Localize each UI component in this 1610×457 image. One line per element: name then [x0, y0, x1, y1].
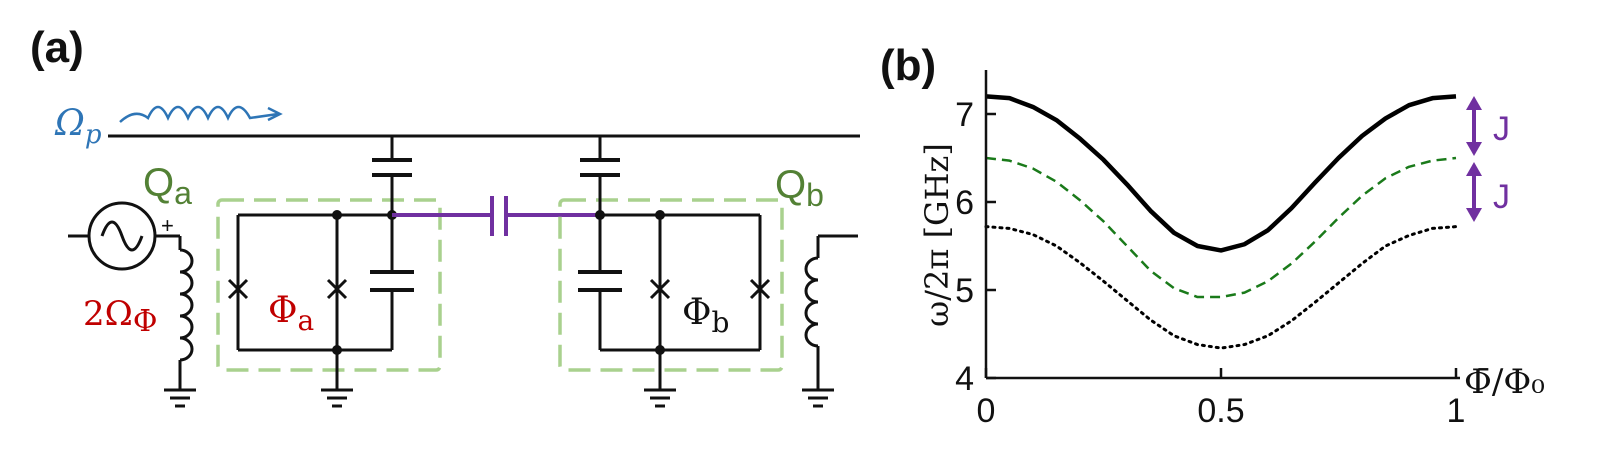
y-tick-label: 5 [955, 272, 974, 310]
josephson-junction-icon [326, 278, 348, 300]
series-line-dashed [985, 156, 1457, 299]
panel-b: (b) 4 5 6 7 0 0.5 1 ω/2π [GHz] Φ̄/Φ₀ J J [880, 41, 1545, 430]
coupling-label-j-1: J [1493, 110, 1510, 148]
inductor-b-icon [804, 256, 819, 348]
pump-wave-icon [119, 105, 279, 123]
qubit-a-box [216, 198, 442, 372]
pump-drive: Ωp [54, 103, 283, 150]
qubit-a-label: Qa [143, 161, 192, 211]
ground-icon [802, 388, 834, 408]
y-tick-label: 6 [955, 184, 974, 222]
pump-label: Ωp [54, 103, 102, 150]
coupling-j-arrow-2: J [1466, 162, 1510, 222]
panel-a: (a) Ωp Qa Qb + 2ΩΦ [30, 23, 860, 408]
josephson-junction-icon [227, 278, 249, 300]
pump-arrowhead-icon [267, 106, 283, 122]
coupling-label-j-2: J [1493, 178, 1510, 216]
ground-icon [164, 388, 196, 408]
y-axis-label: ω/2π [GHz] [918, 143, 956, 327]
flux-drive-label: 2ΩΦ [83, 294, 157, 339]
x-tick-label: 0.5 [1197, 392, 1244, 430]
inductor-a-icon [179, 248, 194, 362]
flux-a-label: Φa [268, 290, 314, 337]
series-layer [984, 94, 1458, 350]
tick-layer: 4 5 6 7 0 0.5 1 [955, 96, 1465, 430]
y-tick-label: 7 [955, 96, 974, 134]
coupling-capacitor [392, 196, 600, 236]
flux-b-label: Φb [682, 292, 729, 339]
qubit-b-box [558, 198, 784, 372]
ground-icon [644, 388, 676, 408]
panel-b-label: (b) [880, 41, 936, 90]
josephson-junction-icon [749, 278, 771, 300]
series-line-dotted [984, 225, 1458, 350]
qubit-a-circuit: Φa [227, 136, 414, 408]
josephson-junction-icon [649, 278, 671, 300]
ground-icon [321, 388, 353, 408]
x-tick-label: 0 [977, 392, 996, 430]
x-axis-label: Φ̄/Φ₀ [1464, 362, 1545, 402]
coupling-j-arrow-1: J [1466, 96, 1510, 156]
qubit-b-label: Qb [775, 163, 824, 213]
y-tick-label: 4 [955, 360, 974, 398]
panel-a-label: (a) [30, 23, 84, 72]
series-line-solid [985, 94, 1457, 253]
plus-sign: + [161, 213, 174, 238]
flux-drive-source: + 2ΩΦ [68, 201, 196, 408]
qubit-b-circuit: Φb [578, 136, 771, 408]
x-tick-label: 1 [1447, 392, 1466, 430]
frequency-plot: 4 5 6 7 0 0.5 1 ω/2π [GHz] Φ̄/Φ₀ [918, 70, 1545, 430]
flux-line-b [802, 234, 858, 408]
